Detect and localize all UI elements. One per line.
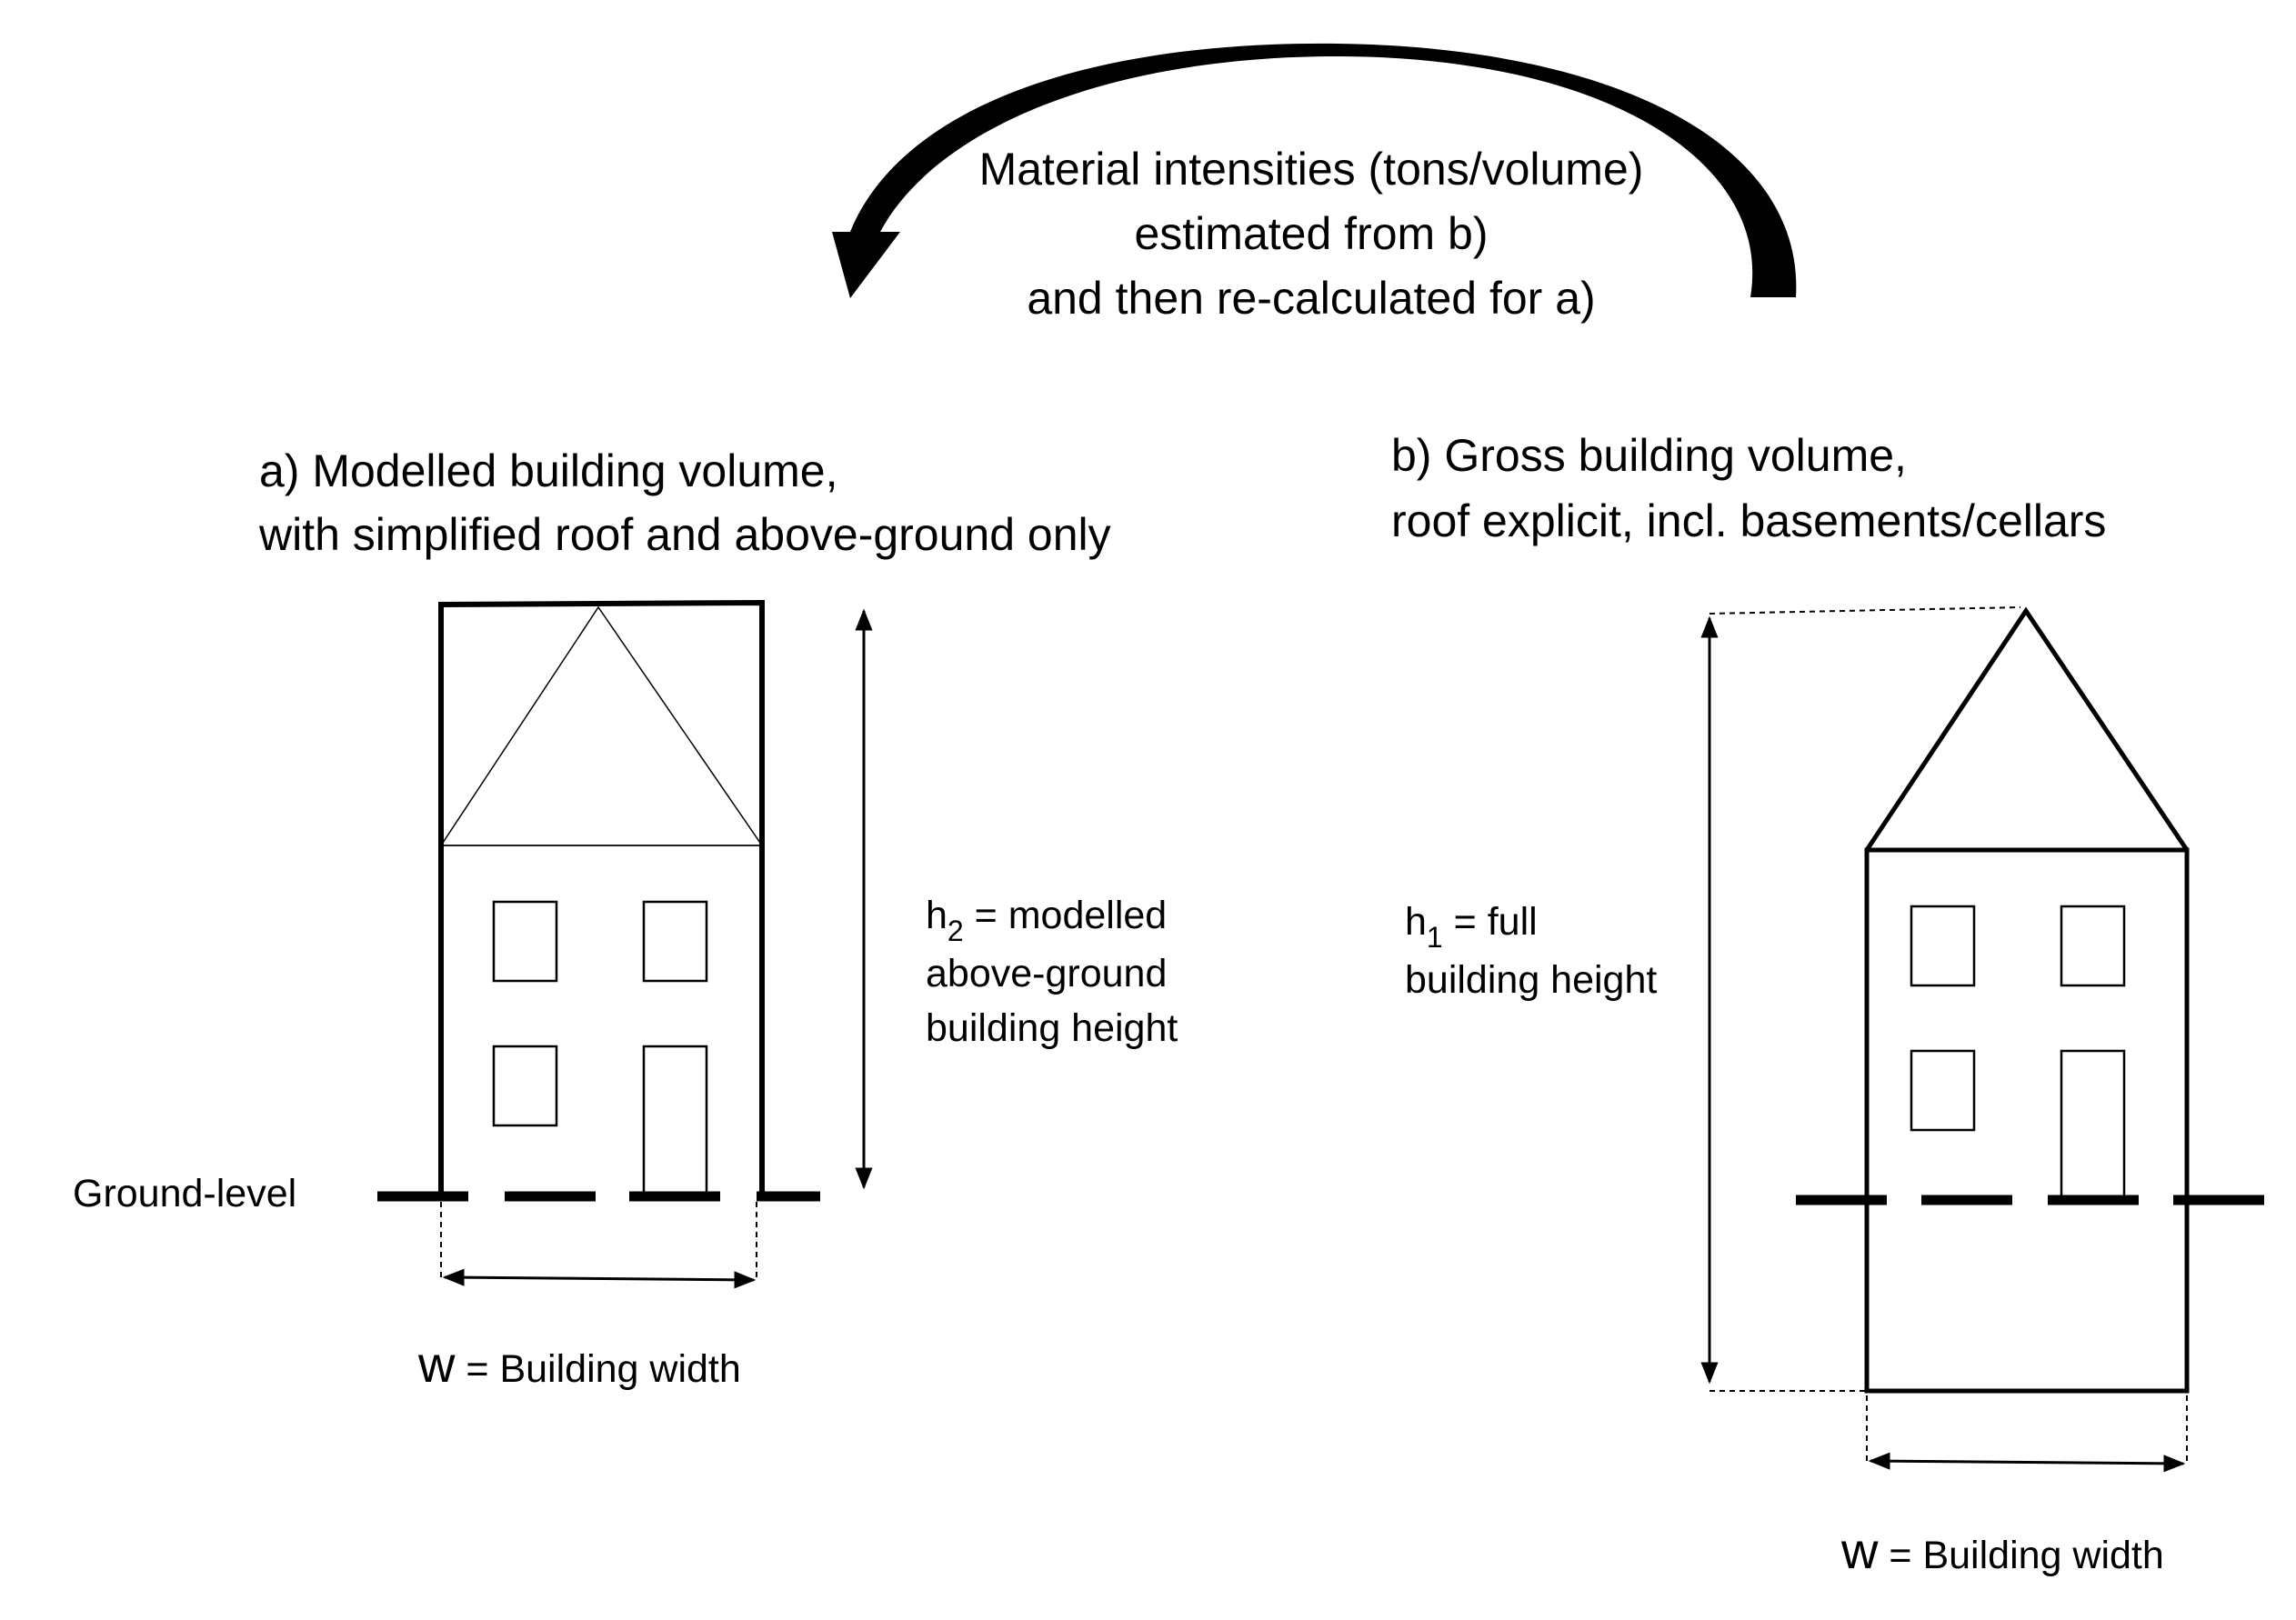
- panel-b: b) Gross building volume, roof explicit,…: [1391, 430, 2264, 1579]
- modelled-building: [438, 599, 765, 1197]
- panel-a-title-line2: with simplified roof and above-ground on…: [258, 509, 1111, 560]
- window: [492, 900, 558, 983]
- gross-volume-body: [1864, 847, 2190, 1394]
- width-arrow-a: [442, 1268, 757, 1289]
- top-note-line2: estimated from b): [1134, 208, 1488, 259]
- svg-text:w = Building width: w = Building width: [417, 1335, 741, 1393]
- ground-level-label: Ground-level: [73, 1172, 296, 1215]
- top-note-line1: Material intensities (tons/volume): [979, 144, 1644, 195]
- explicit-roof: [1864, 606, 2190, 852]
- top-note-line3: and then re-calculated for a): [1027, 273, 1595, 324]
- window: [642, 900, 708, 983]
- panel-b-title-line2: roof explicit, incl. basements/cellars: [1391, 495, 2106, 546]
- svg-text:h2 = modelled: h2 = modelled: [926, 894, 1167, 947]
- panel-a-title-line1: a) Modelled building volume,: [259, 445, 837, 496]
- panel-a: a) Modelled building volume, with simpli…: [73, 445, 1178, 1393]
- height-label-h1: h1 = full building height: [1405, 900, 1657, 1002]
- modelled-volume-outline: [438, 599, 765, 1195]
- window: [492, 1045, 558, 1127]
- door: [2060, 1049, 2126, 1202]
- window: [1910, 905, 1976, 987]
- svg-text:w = Building width: w = Building width: [1840, 1522, 2164, 1579]
- svg-text:building height: building height: [926, 1006, 1178, 1050]
- width-label-a: w = Building width: [417, 1335, 741, 1393]
- roof-triangle: [439, 605, 764, 846]
- width-label-b: w = Building width: [1840, 1522, 2164, 1579]
- height-label-h2: h2 = modelled above-ground building heig…: [926, 894, 1178, 1050]
- top-note: Material intensities (tons/volume) estim…: [979, 144, 1644, 324]
- svg-text:h1 = full: h1 = full: [1405, 900, 1538, 954]
- gross-building: [1864, 606, 2190, 1394]
- svg-text:building height: building height: [1405, 958, 1657, 1002]
- door: [642, 1045, 708, 1197]
- height-extension-top: [1709, 606, 2021, 615]
- width-arrow-b: [1868, 1452, 2186, 1473]
- window: [2060, 905, 2126, 987]
- svg-text:above-ground: above-ground: [926, 952, 1167, 995]
- window: [1910, 1049, 1976, 1132]
- panel-b-title-line1: b) Gross building volume,: [1391, 430, 1907, 481]
